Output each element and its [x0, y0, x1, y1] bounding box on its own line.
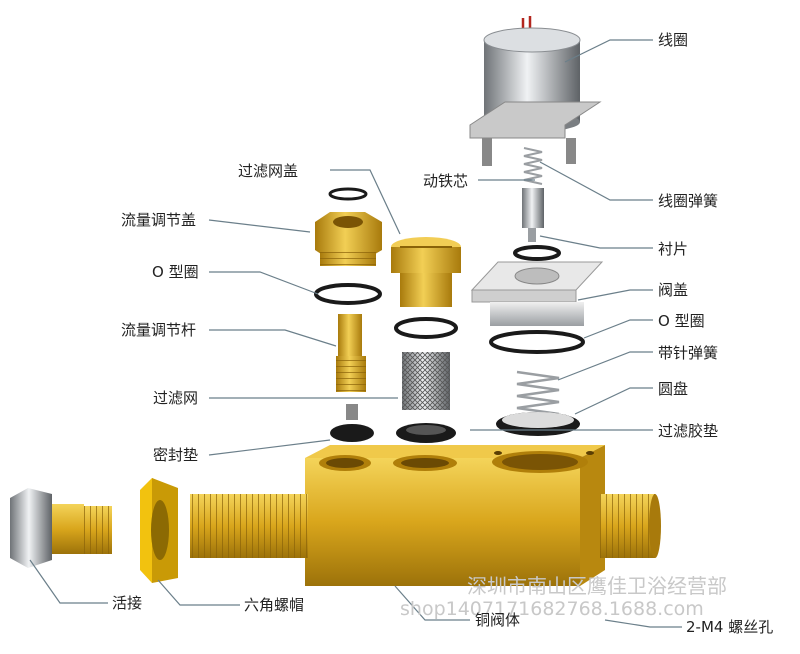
label-seal-gasket: 密封垫 — [153, 446, 199, 464]
flow-adjust-cap — [315, 212, 382, 266]
label-coil: 线圈 — [658, 31, 689, 49]
union-fitting — [10, 488, 112, 568]
coil-spring — [523, 147, 543, 185]
label-filter-cap: 过滤网盖 — [238, 162, 299, 180]
label-hex-nut: 六角螺帽 — [244, 596, 305, 614]
o-ring-left — [314, 283, 382, 305]
label-plunger: 动铁芯 — [423, 172, 469, 190]
liner-ring — [513, 245, 561, 261]
needle-spring — [516, 370, 560, 416]
label-liner: 衬片 — [658, 240, 689, 258]
flow-adjust-rod — [336, 314, 366, 392]
plunger — [522, 188, 544, 242]
label-o-ring-left: O 型圈 — [152, 263, 199, 281]
brass-valve-body — [190, 445, 661, 586]
label-coil-spring: 线圈弹簧 — [658, 192, 719, 210]
seal-gasket — [330, 404, 374, 442]
label-needle-spring: 带针弹簧 — [658, 344, 719, 362]
filter-rubber-ring — [396, 423, 456, 443]
label-flow-rod: 流量调节杆 — [121, 321, 197, 339]
leader-lines — [29, 39, 682, 628]
solenoid-coil — [469, 16, 602, 166]
o-ring-filter — [394, 317, 458, 339]
label-filter-rubber: 过滤胶垫 — [658, 422, 719, 440]
watermark-shop-name: 深圳市南山区鹰佳卫浴经营部 — [467, 574, 727, 598]
label-valve-cap: 阀盖 — [658, 281, 689, 299]
hex-nut — [140, 478, 178, 583]
label-union: 活接 — [112, 594, 143, 612]
filter-cap — [391, 237, 461, 307]
label-disc: 圆盘 — [658, 380, 689, 398]
label-filter-mesh: 过滤网 — [153, 389, 199, 407]
label-o-ring-right: O 型圈 — [658, 312, 705, 330]
filter-mesh — [402, 352, 450, 410]
o-ring-top — [328, 187, 368, 201]
label-flow-cap: 流量调节盖 — [121, 211, 197, 229]
valve-cap — [470, 261, 604, 326]
watermark-shop-url: shop1407171682768.1688.com — [400, 598, 704, 620]
o-ring-right — [489, 330, 585, 354]
label-body: 铜阀体 — [475, 611, 521, 629]
label-screw-holes: 2-M4 螺丝孔 — [686, 618, 774, 636]
disc — [496, 412, 580, 436]
